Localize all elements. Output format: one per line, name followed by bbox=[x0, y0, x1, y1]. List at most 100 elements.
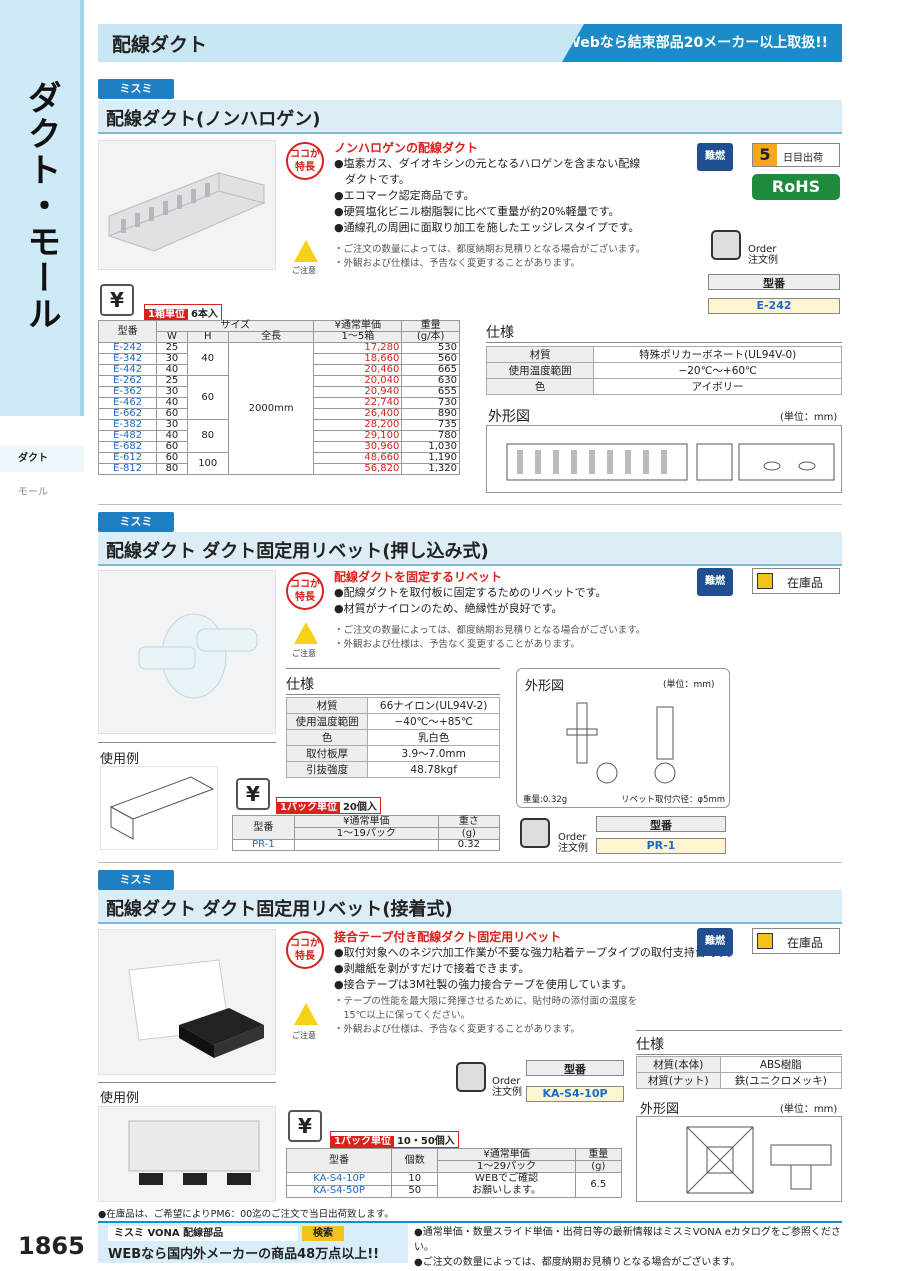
cell-model[interactable]: KA-S4-10P bbox=[285, 1172, 393, 1186]
search-button[interactable]: 検索 bbox=[302, 1226, 344, 1241]
cell-model[interactable]: KA-S4-50P bbox=[285, 1184, 393, 1198]
header-title: 配線ダクト bbox=[112, 34, 208, 56]
th-weight-unit: (g) bbox=[437, 827, 501, 840]
feature-tag: ココが 特長 bbox=[286, 931, 324, 969]
bullet: ●取付対象へのネジ穴加工作業が不要な強力粘着テープタイプの取付支持台です。 bbox=[334, 946, 738, 959]
cell-w: 40 bbox=[156, 430, 188, 442]
phone-icon bbox=[711, 230, 741, 260]
spec-row: 使用温度範囲−40℃〜+85℃ bbox=[285, 713, 500, 730]
drawing-title: 外形図 bbox=[488, 409, 530, 425]
order-example[interactable]: PR-1 bbox=[596, 838, 726, 854]
unit-tag-label: 1パック単位 bbox=[277, 802, 340, 813]
page-number: 1865 bbox=[18, 1232, 85, 1260]
cell-model[interactable]: E-342 bbox=[97, 353, 158, 365]
cell-model[interactable]: E-682 bbox=[97, 441, 158, 453]
spec-key: 材質 bbox=[485, 346, 595, 363]
feature-bullets: ●塩素ガス、ダイオキシンの元となるハロゲンを含まない配線 ダクトです。 ●エコマ… bbox=[334, 156, 640, 236]
cell-price: 29,100 bbox=[313, 430, 403, 442]
cell-model[interactable]: E-362 bbox=[97, 386, 158, 398]
th-weight: 重量 bbox=[574, 1148, 623, 1161]
outline-drawing bbox=[636, 1116, 842, 1202]
product-image-rivet bbox=[98, 570, 276, 734]
cell-qty: 50 bbox=[391, 1184, 439, 1198]
product-image-duct bbox=[98, 140, 276, 270]
th-price: ¥通常単価 bbox=[437, 1148, 576, 1161]
drawing-unit: (単位：mm) bbox=[780, 1104, 838, 1115]
cell-price-note: WEBでご確認 お願いします。 bbox=[437, 1172, 576, 1198]
stock-box: 在庫品 bbox=[752, 568, 840, 594]
cell-model[interactable]: E-242 bbox=[97, 342, 158, 354]
cell-model[interactable]: E-382 bbox=[97, 419, 158, 431]
phone-icon bbox=[456, 1062, 486, 1092]
cell-model[interactable]: E-262 bbox=[97, 375, 158, 387]
feature-tag: ココが 特長 bbox=[286, 142, 324, 180]
order-head: 型番 bbox=[526, 1060, 624, 1076]
unit-tag-qty: 20個入 bbox=[342, 802, 377, 813]
order-example[interactable]: KA-S4-10P bbox=[526, 1086, 624, 1102]
cell-w: 40 bbox=[156, 397, 188, 409]
cell-weight: 560 bbox=[401, 353, 460, 365]
ship-days: 5 bbox=[753, 144, 777, 166]
spec-table: 材質(本体)ABS樹脂材質(ナット)鉄(ユニクロメッキ) bbox=[636, 1056, 843, 1089]
nav-item-mall[interactable]: モール bbox=[18, 487, 48, 498]
spec-row: 材質(本体)ABS樹脂 bbox=[636, 1056, 843, 1073]
th-price-qty: 1〜29パック bbox=[437, 1160, 576, 1173]
cell-length: 2000mm bbox=[227, 342, 315, 475]
ship-days-box: 5 日目出荷 bbox=[752, 143, 840, 167]
nav-item-duct[interactable]: ダクト bbox=[0, 446, 84, 472]
note: 15℃以上に保ってください。 bbox=[334, 1010, 471, 1021]
warning-icon bbox=[294, 622, 318, 644]
cell-qty: 10 bbox=[391, 1172, 439, 1186]
cell-model[interactable]: E-482 bbox=[97, 430, 158, 442]
page-header: 配線ダクト Webなら結束部品20メーカー以上取扱!! bbox=[98, 24, 842, 62]
cell-price: 20,460 bbox=[313, 364, 403, 376]
spec-value: −20℃〜+60℃ bbox=[593, 362, 842, 379]
cell-model[interactable]: E-442 bbox=[97, 364, 158, 376]
caution-label: ご注意 bbox=[292, 266, 316, 275]
side-panel bbox=[0, 0, 84, 416]
header-banner[interactable]: Webなら結束部品20メーカー以上取扱!! bbox=[562, 24, 842, 62]
cell-w: 25 bbox=[156, 342, 188, 354]
cell-weight: 630 bbox=[401, 375, 460, 387]
cell-model[interactable]: E-662 bbox=[97, 408, 158, 420]
vona-label: ミスミ VONA 配線部品 bbox=[108, 1226, 298, 1241]
warning-icon bbox=[294, 240, 318, 262]
spec-key: 材質 bbox=[285, 697, 369, 714]
bullet: ダクトです。 bbox=[334, 173, 410, 186]
cell-model[interactable]: PR-1 bbox=[232, 839, 295, 851]
divider bbox=[98, 742, 276, 743]
hole-note: リベット取付穴径：φ5mm bbox=[621, 795, 726, 805]
divider bbox=[98, 862, 842, 863]
order-head: 型番 bbox=[708, 274, 840, 290]
vona-banner[interactable]: ミスミ VONA 配線部品 検索 WEBなら国内外メーカーの商品48万点以上!! bbox=[98, 1223, 408, 1263]
order-example[interactable]: E-242 bbox=[708, 298, 840, 314]
divider bbox=[98, 504, 842, 505]
cell-w: 60 bbox=[156, 408, 188, 420]
note: ・ご注文の数量によっては、都度納期お見積りとなる場合がございます。 bbox=[334, 625, 646, 636]
th-weight: 重さ bbox=[437, 815, 501, 828]
spec-key: 材質(本体) bbox=[636, 1056, 721, 1073]
section-title: 配線ダクト ダクト固定用リベット(接着式) bbox=[106, 899, 453, 920]
box-icon bbox=[757, 933, 773, 949]
cell-price: 20,040 bbox=[313, 375, 403, 387]
cell-model[interactable]: E-612 bbox=[97, 452, 158, 464]
note: ・テープの性能を最大限に発揮させるために、貼付時の添付面の温度を bbox=[334, 996, 638, 1007]
cell-model[interactable]: E-462 bbox=[97, 397, 158, 409]
spec-title: 仕様 bbox=[486, 325, 514, 341]
divider bbox=[286, 694, 500, 695]
bullet: ●塩素ガス、ダイオキシンの元となるハロゲンを含まない配線 bbox=[334, 157, 641, 170]
cell-model[interactable]: E-812 bbox=[97, 463, 158, 475]
cell-w: 60 bbox=[156, 452, 188, 464]
usage-illustration bbox=[109, 776, 215, 840]
cell-weight: 1,320 bbox=[401, 463, 460, 475]
drawing-unit: (単位：mm) bbox=[780, 412, 838, 423]
spec-title: 仕様 bbox=[286, 677, 314, 693]
brand-badge: ミスミ bbox=[98, 79, 174, 99]
cell-h: 60 bbox=[186, 375, 229, 420]
drawing-title: 外形図 bbox=[640, 1102, 680, 1117]
